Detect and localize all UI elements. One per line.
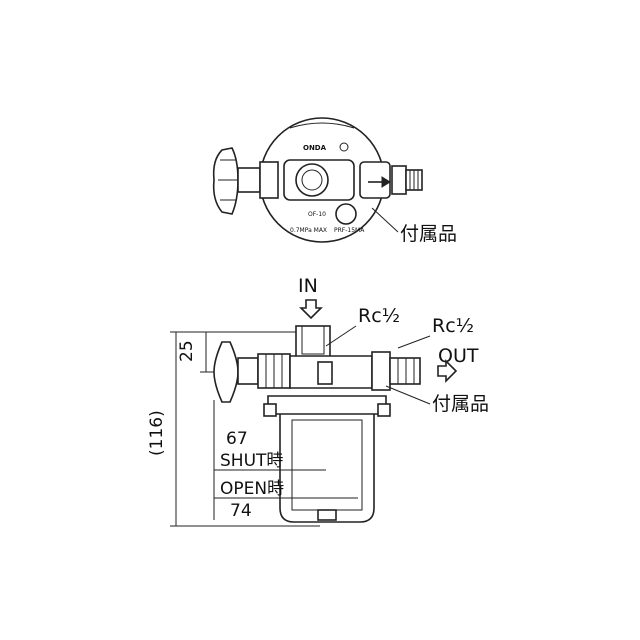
filter-bowl: [279, 414, 375, 523]
manifold-core: [317, 361, 333, 385]
brand-text: ONDA: [303, 144, 327, 152]
in-arrow-icon: [299, 299, 323, 320]
out-label: OUT: [438, 345, 479, 367]
front-handle-knob: [213, 341, 239, 403]
brand-logo-icon: [339, 142, 349, 152]
pressure-text: 0.7MPa MAX: [290, 227, 327, 234]
bowl-collar: [267, 395, 387, 415]
top-brand-arc: [289, 122, 355, 129]
accessory-leader: [371, 207, 399, 233]
model-text: OF-10: [308, 211, 326, 218]
inlet-port-inner: [301, 169, 323, 191]
outlet-body: [359, 161, 391, 199]
accessory-leader-front: [385, 385, 431, 405]
inlet-neck: [295, 325, 331, 361]
drain-plug: [317, 509, 337, 521]
port-out-label: Rc½: [432, 315, 474, 337]
handle-stem: [237, 167, 261, 193]
front-outlet-fitting: [389, 357, 421, 385]
front-outlet-nut: [371, 351, 391, 391]
inlet-port-outer: [295, 163, 329, 197]
dim-67-text: 67: [226, 429, 248, 449]
out-arrow-icon: [437, 359, 458, 383]
dim-74-text: 74: [230, 501, 252, 521]
port-out-leader: [397, 335, 431, 349]
dim-25-text: 25: [177, 340, 197, 362]
pressure-suffix-text: PRF-15MA: [334, 227, 365, 234]
in-label: IN: [298, 275, 318, 297]
dim-116-text: (116): [147, 410, 167, 456]
outlet-nut: [391, 165, 407, 195]
accessory-label-top: 付属品: [400, 223, 457, 245]
port-in-label: Rc½: [358, 305, 400, 327]
shut-label: SHUT時: [220, 451, 283, 471]
front-view: IN Rc½ Rc½ OUT: [147, 275, 489, 527]
port-in-leader: [325, 325, 357, 347]
open-label: OPEN時: [220, 479, 284, 499]
accessory-plug: [335, 203, 357, 225]
top-view: ONDA OF-10 0.7MPa MAX PRF-15MA 付属品: [212, 117, 457, 245]
filter-element: [291, 419, 363, 511]
handle-knob: [212, 147, 239, 215]
front-handle-stem: [237, 357, 259, 385]
accessory-label-front: 付属品: [432, 393, 489, 415]
valve-nut: [259, 161, 279, 199]
